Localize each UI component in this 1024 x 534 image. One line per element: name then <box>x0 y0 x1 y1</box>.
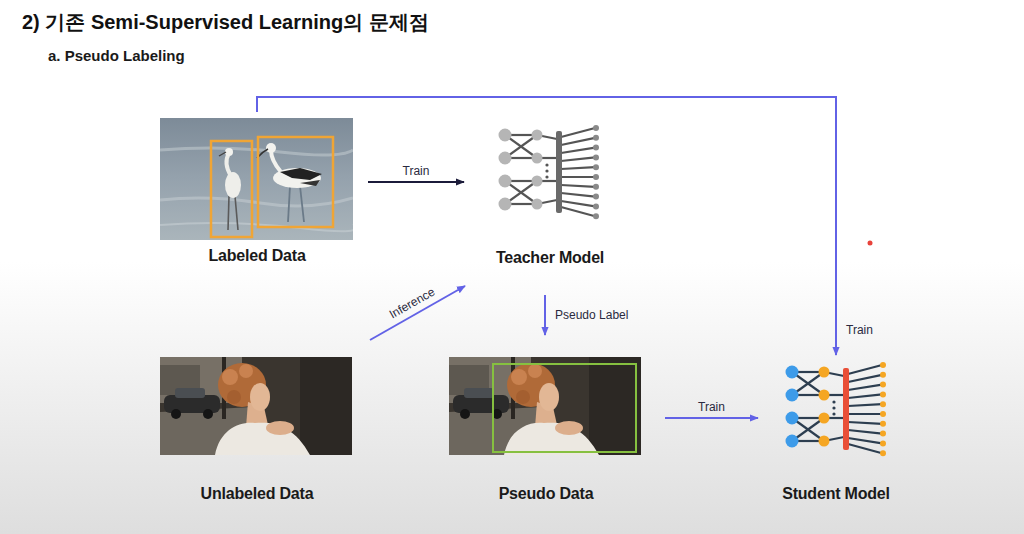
teacher-model-node: Teacher Model <box>478 120 622 267</box>
pseudo-photo <box>449 357 641 455</box>
node-caption: Labeled Data <box>208 246 305 265</box>
teacher-network-icon <box>499 125 600 219</box>
node-caption: Pseudo Data <box>499 484 594 503</box>
section-subtitle: a. Pseudo Labeling <box>48 47 185 64</box>
edge-label: Train <box>846 323 873 337</box>
train-arrow <box>368 181 464 183</box>
node-caption: Teacher Model <box>496 248 604 267</box>
edge-label: Train <box>698 400 725 414</box>
student-model-node: Student Model <box>764 360 908 503</box>
connector-group <box>257 97 836 418</box>
slide-title: 2) 기존 Semi-Supervised Learning의 문제점 <box>22 9 429 36</box>
pseudo-bounding-box <box>493 364 636 452</box>
edge-label: Train <box>403 164 430 178</box>
pseudo-label-arrow <box>544 295 546 335</box>
student-network-icon <box>786 362 887 456</box>
labeled-data-node: Labeled Data <box>158 116 356 265</box>
train-arrow <box>665 417 758 419</box>
node-caption: Unlabeled Data <box>201 484 314 503</box>
edge-label: Inference <box>387 285 437 322</box>
labeled-photo <box>160 118 353 240</box>
train-arrow <box>257 97 836 355</box>
background-fade <box>0 262 1024 534</box>
pseudo-data-node: Pseudo Data <box>447 355 645 503</box>
node-caption: Student Model <box>782 484 890 503</box>
edge-label: Pseudo Label <box>555 308 628 322</box>
pointer-dot <box>868 241 873 246</box>
unlabeled-data-node: Unlabeled Data <box>158 355 356 503</box>
unlabeled-photo <box>160 357 352 455</box>
